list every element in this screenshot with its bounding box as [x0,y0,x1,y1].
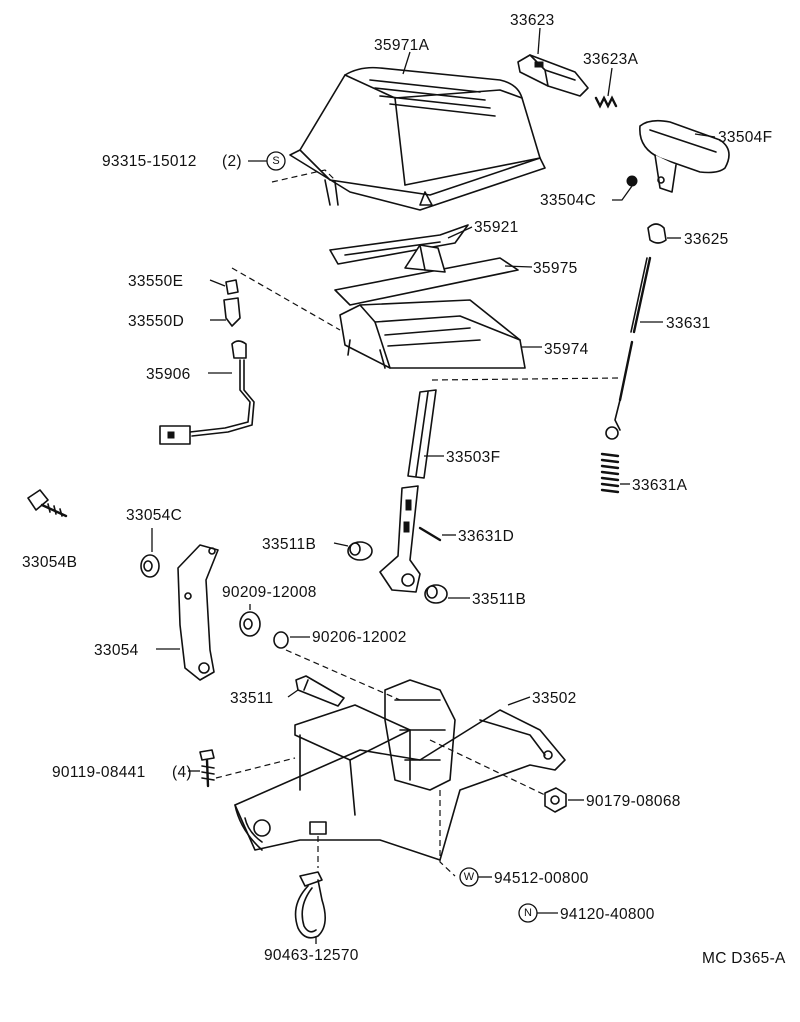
bulb-socket-part[interactable] [223,297,241,327]
svg-text:S: S [272,155,279,167]
collar-nut-part[interactable] [140,554,160,578]
lever-pin-part[interactable] [418,526,442,542]
label-93315-qty: (2) [222,153,242,170]
label-33631: 33631 [666,315,711,332]
label-35971a: 35971A [374,37,430,54]
pivot-bolt-part[interactable] [295,675,345,707]
label-35974: 35974 [544,341,589,358]
label-33504c: 33504C [540,192,596,209]
shift-button-lock-part[interactable] [517,54,589,97]
knob-screw-part[interactable] [626,175,638,187]
label-33511: 33511 [230,690,273,707]
label-90179-08068: 90179-08068 [586,793,681,810]
label-33550e: 33550E [128,273,183,290]
indicator-housing-part[interactable] [339,299,526,369]
nut-reference-symbol: N [518,903,538,923]
indicator-plate-part[interactable] [329,224,469,265]
label-33631d: 33631D [458,528,514,545]
label-33631a: 33631A [632,477,688,494]
label-90463-12570: 90463-12570 [264,947,359,964]
label-33504f: 33504F [718,129,772,146]
label-90119-08441: 90119-08441 [52,764,146,781]
washer-part[interactable] [239,611,261,637]
bolt-part[interactable] [27,489,68,518]
label-33511b-left: 33511B [262,536,316,553]
label-33054: 33054 [94,642,139,659]
rod-cap-part[interactable] [647,223,667,244]
shift-lever-shaft-part[interactable] [407,389,437,479]
washer-reference-symbol: W [459,867,479,887]
label-33502: 33502 [532,690,577,707]
console-cover-part[interactable] [289,66,546,211]
base-bolt-part[interactable] [199,749,215,788]
label-33625: 33625 [684,231,729,248]
base-nut-part[interactable] [544,787,567,813]
svg-text:N: N [524,907,532,919]
shift-lever-lower-part[interactable] [379,485,421,593]
push-rod-part[interactable] [605,256,652,440]
clip-part[interactable] [273,631,289,649]
label-90119-qty: (4) [172,764,192,781]
shift-knob-part[interactable] [639,119,730,193]
label-94512-00800: 94512-00800 [494,870,589,887]
bushing-left-part[interactable] [347,541,373,561]
label-94120-40800: 94120-40800 [560,906,655,923]
rod-spring-part[interactable] [600,452,620,494]
slide-plate-part[interactable] [334,244,519,306]
label-35975: 35975 [533,260,578,277]
label-35906: 35906 [146,366,191,383]
bulb-part[interactable] [225,279,239,295]
wire-harness-part[interactable] [159,340,255,445]
label-33511b-right: 33511B [472,591,526,608]
bushing-right-part[interactable] [424,584,448,604]
svg-text:W: W [464,871,475,883]
label-90206-12002: 90206-12002 [312,629,407,646]
label-33623: 33623 [510,12,555,29]
label-33623a: 33623A [583,51,639,68]
label-33550d: 33550D [128,313,184,330]
label-35921: 35921 [474,219,519,236]
bracket-lever-part[interactable] [177,544,219,681]
cable-tie-part[interactable] [294,871,326,939]
shift-lever-base-part[interactable] [234,679,566,861]
label-33054c: 33054C [126,507,182,524]
screw-reference-symbol: S [266,151,286,171]
spring-part[interactable] [594,95,618,109]
label-33503f: 33503F [446,449,500,466]
label-33054b: 33054B [22,554,77,571]
label-90209-12008: 90209-12008 [222,584,317,601]
label-93315-15012: 93315-15012 [102,153,197,170]
diagram-code: MC D365-A [702,950,786,967]
